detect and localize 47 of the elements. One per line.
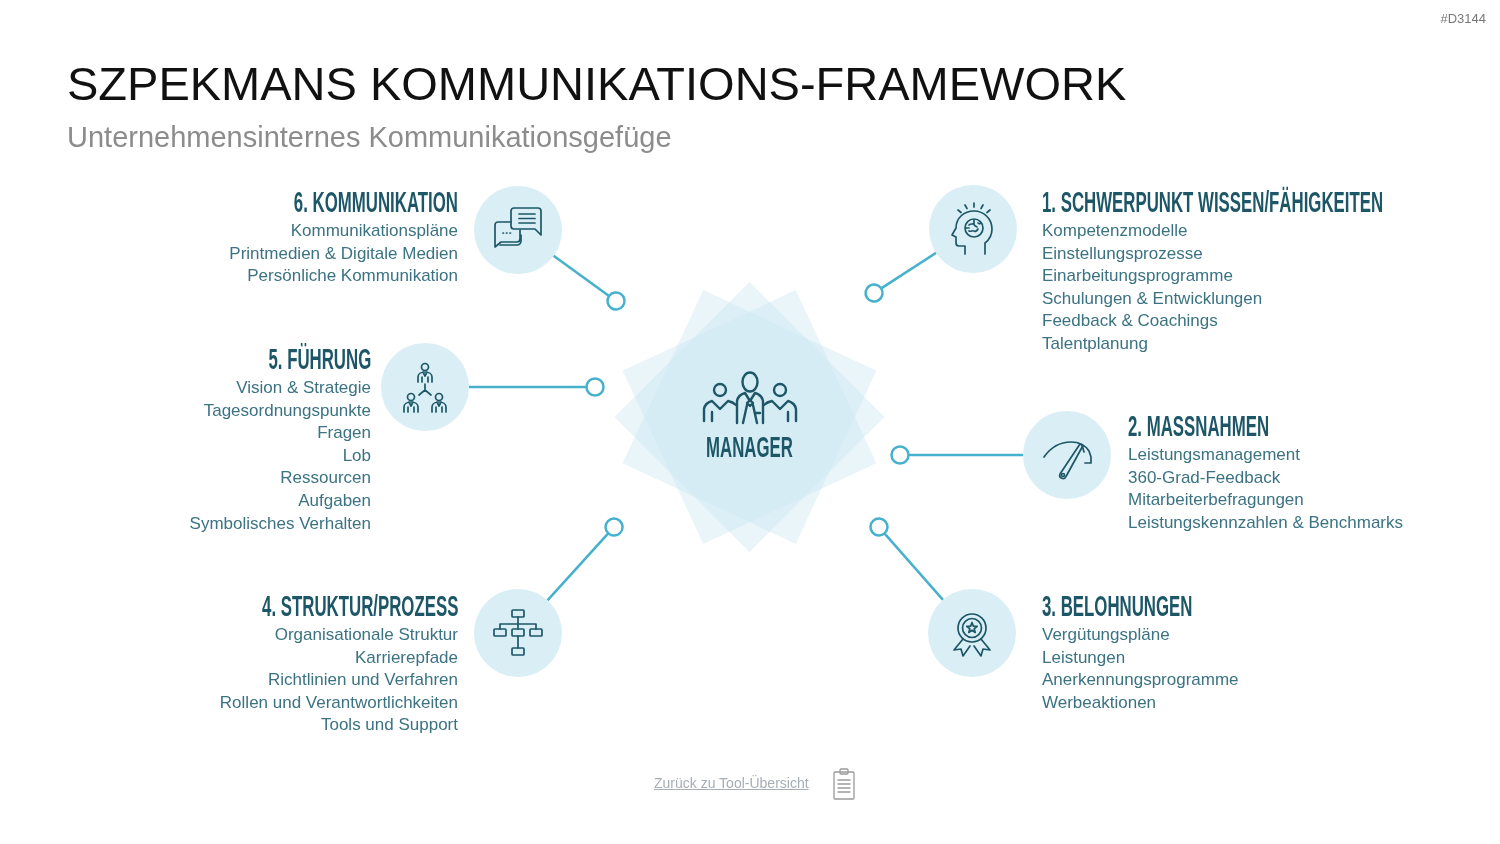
list-item: 360-Grad-Feedback: [1128, 466, 1281, 489]
list-item: Anerkennungsprogramme: [1042, 669, 1239, 692]
list-item: Richtlinien und Verfahren: [268, 669, 458, 692]
connector-line: [864, 251, 937, 303]
list-item: Leistungskennzahlen & Benchmarks: [1128, 511, 1403, 534]
document-id: #D3144: [1440, 11, 1486, 27]
list-item: Kommunikationspläne: [290, 220, 458, 242]
list-item: Symbolisches Verhalten: [189, 512, 371, 535]
list-item: Leistungen: [1042, 646, 1126, 669]
connector-line: [890, 445, 1023, 465]
list-item: Talentplanung: [1042, 332, 1148, 355]
section-heading: 5. FÜHRUNG: [268, 342, 371, 377]
list-item: Organisationale Struktur: [274, 624, 458, 646]
connector-line: [546, 517, 624, 602]
list-item: Feedback & Coachings: [1042, 310, 1218, 333]
list-item: Vision & Strategie: [236, 377, 371, 399]
back-link: Zurück zu Tool-Übersicht: [654, 775, 809, 792]
connector-line: [869, 517, 944, 601]
list-item: Tagesordnungspunkte: [203, 399, 371, 422]
list-item: Karrierepfade: [355, 646, 458, 669]
node-title: MANAGER: [705, 429, 793, 465]
section-heading: 3. BELOHNUNGEN: [1042, 589, 1193, 624]
connector-line: [469, 377, 605, 397]
list-item: Rollen und Verantwortlichkeiten: [219, 691, 458, 714]
connector-line: [552, 254, 626, 311]
list-item: Einarbeitungsprogramme: [1042, 265, 1233, 288]
section-heading: 4. STRUKTUR/PROZESS: [261, 589, 458, 624]
page-title: SZPEKMANS KOMMUNIKATIONS-FRAMEWORK: [67, 57, 1127, 111]
list-item: Ressourcen: [280, 467, 371, 490]
list-item: Schulungen & Entwicklungen: [1042, 287, 1263, 310]
list-item: Persönliche Kommunikation: [247, 265, 458, 288]
list-item: Fragen: [317, 422, 371, 445]
list-item: Mitarbeiterbefragungen: [1128, 489, 1304, 512]
list-item: Tools und Support: [320, 714, 458, 737]
list-item: Einstellungsprozesse: [1042, 242, 1203, 265]
subtitle: Unternehmensinternes Kommunikationsgefüge: [67, 120, 672, 154]
list-item: Aufgaben: [298, 489, 371, 512]
section-heading: 6. KOMMUNIKATION: [293, 185, 458, 220]
section-heading: 2. MASSNAHMEN: [1128, 409, 1270, 444]
section-heading: 1. SCHWERPUNKT WISSEN/FÄHIGKEITEN: [1042, 185, 1384, 220]
list-item: Lob: [342, 444, 371, 467]
list-item: Printmedien & Digitale Medien: [229, 242, 458, 265]
list-item: Kompetenzmodelle: [1042, 220, 1188, 242]
list-item: Werbeaktionen: [1042, 691, 1157, 714]
star-shape: [613, 282, 885, 552]
list-item: Leistungsmanagement: [1128, 444, 1300, 466]
list-item: Vergütungspläne: [1042, 624, 1170, 646]
